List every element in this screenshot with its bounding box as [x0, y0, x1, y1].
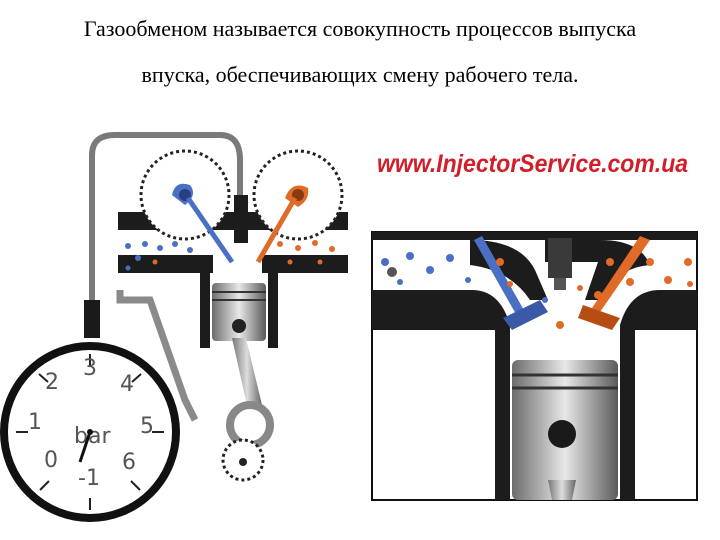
title-line-1: Газообменом называется совокупность проц…: [83, 16, 637, 41]
spark-plug: [234, 195, 248, 243]
exhaust-camshaft: [252, 149, 344, 241]
exhaust-valve: [255, 196, 298, 264]
exhaust-particles-left: [277, 240, 335, 265]
connecting-rod-left: [232, 338, 262, 410]
engine-diagram-zoom: [371, 231, 698, 501]
gauge-ticks: [16, 354, 164, 510]
title-line-2: впуска, обеспечивающих смену рабочего те…: [141, 62, 579, 87]
intake-particles-left: [125, 241, 193, 271]
exhaust-particles-zoom: [542, 258, 693, 329]
intake-valve: [185, 196, 235, 264]
intake-particles-zoom: [381, 252, 513, 287]
engine-diagram-left: [89, 132, 348, 482]
pressure-tube: [89, 132, 243, 300]
watermark-url: www.InjectorService.com.ua: [377, 150, 689, 178]
pressure-gauge: [0, 300, 180, 522]
intake-pipe: [116, 290, 199, 422]
intake-camshaft: [139, 149, 231, 241]
crank-pin: [226, 401, 274, 449]
piston-left: [212, 283, 266, 341]
